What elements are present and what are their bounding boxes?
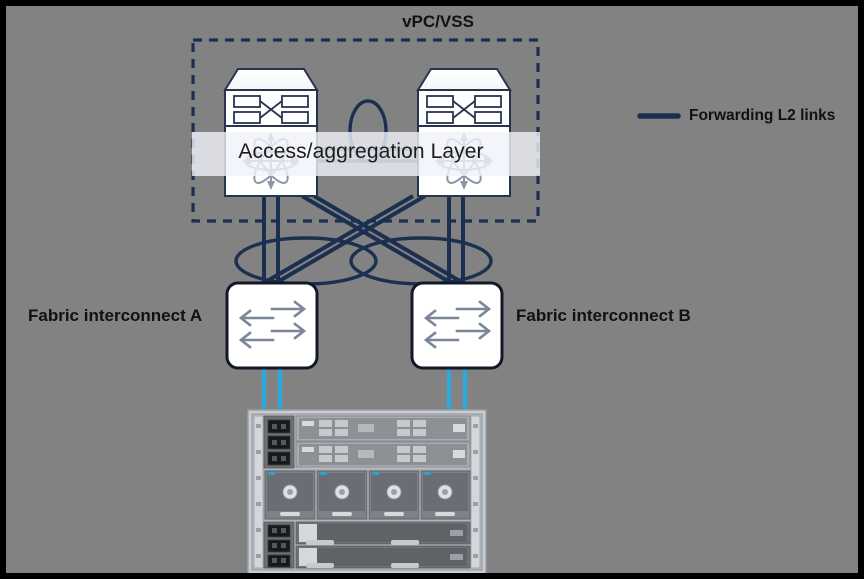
blade-server-chassis[interactable] [247,409,487,574]
port-channel-ellipse-fia [234,236,378,286]
io-module-top [295,415,471,442]
blade-slot-upper [295,521,471,545]
vpc-vss-dashed-boundary [191,38,540,223]
links-layer [191,38,681,574]
fabric-interconnect-a-label: Fabric interconnect A [28,306,203,325]
access-aggregation-layer-band [192,132,540,176]
legend-forwarding-l2-links-label: Forwarding L2 links [689,107,836,124]
blade-slot-lower [295,545,471,569]
io-module-bottom [295,441,471,468]
fabric-interconnect-a-icon[interactable] [225,281,319,370]
cable-fia-to-chassis [262,368,282,412]
fabric-interconnect-b-label: Fabric interconnect B [516,306,691,325]
fabric-interconnect-b-icon[interactable] [410,281,504,370]
vpc-vss-title: vPC/VSS [402,12,474,31]
power-supply-bottom [267,524,291,568]
cable-fib-to-chassis [447,368,467,412]
access-aggregation-layer-label: Access/aggregation Layer [238,140,484,163]
port-channel-ellipse-fib [349,236,493,286]
fan-modules [264,470,471,520]
power-supply-top [267,419,291,466]
